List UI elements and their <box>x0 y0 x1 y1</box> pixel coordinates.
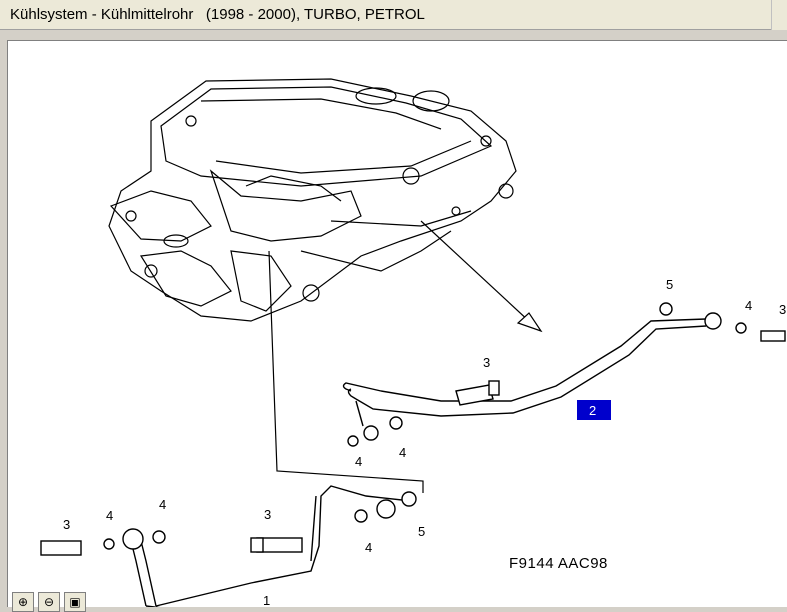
callout-4[interactable]: 4 <box>355 454 362 469</box>
zoom-out-icon: ⊖ <box>43 595 55 609</box>
parts-diagram: 5 4 3 3 4 4 3 4 4 3 4 5 1 2 F9144 AAC98 <box>40 78 786 607</box>
pipe-2 <box>342 302 786 447</box>
callout-3[interactable]: 3 <box>264 507 271 522</box>
zoom-in-button[interactable]: ⊕ <box>12 592 34 612</box>
title-bar: Kühlsystem - Kühlmittelrohr (1998 - 2000… <box>0 0 787 30</box>
engine-drawing <box>108 78 517 322</box>
zoom-toolbar: ⊕ ⊖ ▣ <box>12 592 86 612</box>
callout-4[interactable]: 4 <box>106 508 113 523</box>
scrollbar-stub[interactable] <box>771 0 787 30</box>
leader-lines <box>268 220 543 493</box>
callout-3[interactable]: 3 <box>63 517 70 532</box>
callout-5[interactable]: 5 <box>418 524 425 539</box>
figure-code: F9144 AAC98 <box>509 555 608 572</box>
zoom-out-button[interactable]: ⊖ <box>38 592 60 612</box>
callout-4[interactable]: 4 <box>159 497 166 512</box>
window-title: Kühlsystem - Kühlmittelrohr (1998 - 2000… <box>10 6 425 23</box>
fit-page-icon: ▣ <box>69 595 81 609</box>
selected-part-label: 2 <box>589 403 596 418</box>
callout-3[interactable]: 3 <box>779 302 786 317</box>
pipe-1 <box>40 485 417 607</box>
diagram-canvas: 5 4 3 3 4 4 3 4 4 3 4 5 1 2 F9144 AAC98 <box>7 40 787 607</box>
fit-page-button[interactable]: ▣ <box>64 592 86 612</box>
zoom-in-icon: ⊕ <box>17 595 29 609</box>
callout-1[interactable]: 1 <box>263 593 270 607</box>
callout-4[interactable]: 4 <box>745 298 752 313</box>
callout-3[interactable]: 3 <box>483 355 490 370</box>
selected-part-2[interactable]: 2 <box>577 400 611 420</box>
callout-4[interactable]: 4 <box>399 445 406 460</box>
callout-5[interactable]: 5 <box>666 277 673 292</box>
callout-4[interactable]: 4 <box>365 540 372 555</box>
